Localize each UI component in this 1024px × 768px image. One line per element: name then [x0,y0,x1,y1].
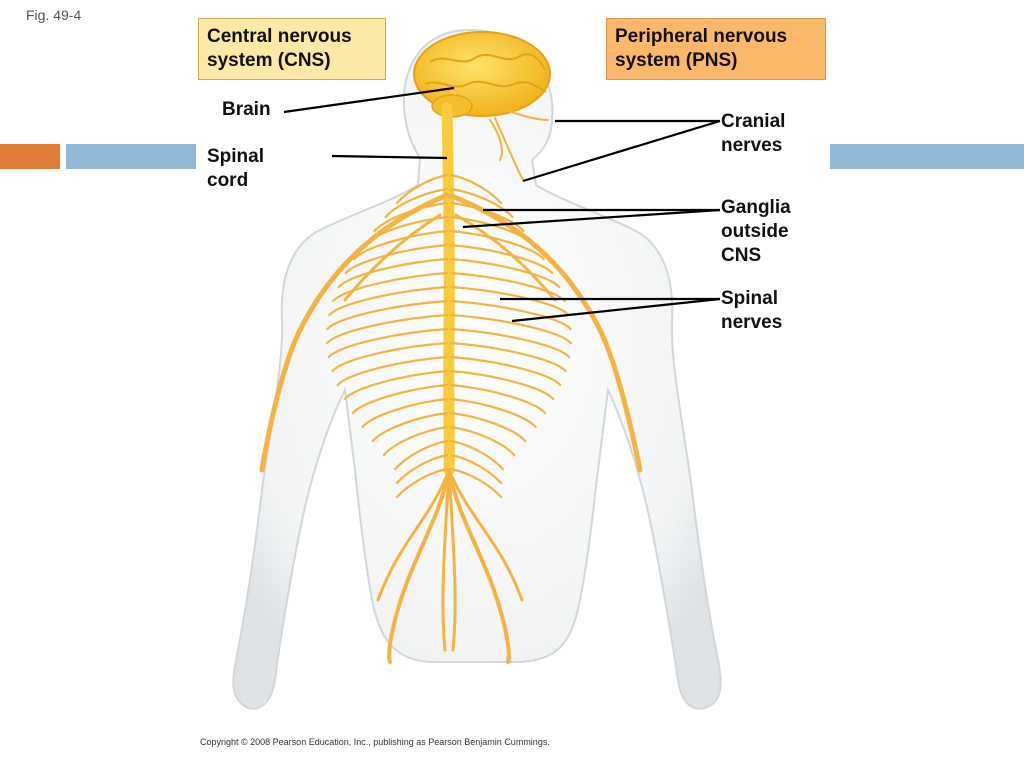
pointer-line-spinal-nerves-lower [511,297,721,323]
spinal-nerves-label-line-2: nerves [721,312,783,333]
leg-nerve-left-2 [376,468,451,602]
spinal-nerve-left-19 [394,439,449,471]
spinal-nerve-left-13 [336,355,449,387]
spinal-nerve-right-16 [449,397,537,429]
spinal-nerve-right-12 [449,341,567,373]
spinal-nerves-label: Spinal nerves [721,287,831,335]
spinal-nerve-right-9 [449,299,572,331]
spinal-nerve-right-10 [449,313,572,345]
spinal-nerve-left-16 [361,397,449,429]
ganglia-label: Ganglia outside CNS [721,196,831,268]
cranial-nerves-label-line-1: Cranial [721,111,786,132]
spinal-nerve-left-17 [371,411,449,443]
pointer-line-spinal-cord [331,154,448,160]
pns-label-line-2: system (PNS) [615,50,738,71]
arm-branch-right [454,213,557,302]
pns-label-box: Peripheral nervous system (PNS) [606,18,826,80]
spinal-nerve-right-6 [449,257,561,289]
spinal-nerve-left-20 [395,453,449,485]
spinal-nerve-left-2 [373,201,449,233]
ganglia-label-line-2: outside [721,221,789,242]
ganglia-label-line-3: CNS [721,245,762,266]
spinal-nerve-left-10 [326,313,449,345]
spinal-nerve-left-4 [353,229,449,261]
spinal-nerve-right-7 [449,271,566,303]
cranial-nerve-2 [494,117,524,181]
copyright-notice: Copyright © 2008 Pearson Education, Inc.… [200,737,550,747]
brain-label: Brain [222,99,271,120]
spinal-cord-label-line-1: Spinal [207,146,265,167]
pointer-line-ganglia-lower [462,208,721,229]
accent-bar-blue-left [66,144,196,169]
spinal-nerve-left-15 [351,383,449,415]
spinal-nerve-left-7 [332,271,449,303]
spinal-nerve-left-18 [382,425,449,457]
accent-bar-blue-right [830,144,1024,169]
spinal-cord-label-line-2: cord [207,170,249,191]
spinal-nerve-right-13 [449,355,562,387]
cranial-nerves-label-line-2: nerves [721,135,783,156]
spinal-nerve-left-1 [384,187,449,219]
spinal-nerve-right-1 [449,187,514,219]
spinal-nerve-left-21 [395,467,449,499]
body-silhouette [232,28,722,710]
cranial-nerves-label: Cranial nerves [721,110,831,158]
cns-label-line-1: Central nervous [207,26,352,47]
leg-nerve-center-left [441,468,451,652]
spinal-cord-label: Spinal cord [207,145,327,193]
spinal-nerve-left-6 [337,257,449,289]
pointer-lines [283,86,721,323]
ganglia-label-line-1: Ganglia [721,197,791,218]
arm-branch-left [343,213,442,302]
spinal-cord-shape [441,102,455,476]
leg-nerve-center-right [447,468,457,652]
cns-label-box: Central nervous system (CNS) [198,18,386,80]
leg-nerve-right-1 [447,468,511,664]
brain-shape [413,31,551,118]
spinal-nerve-right-14 [449,369,555,401]
arm-nerve-left [259,192,450,473]
leg-nerve-right-2 [447,468,524,602]
spinal-nerves-label-line-1: Spinal [721,288,779,309]
pointer-line-cranial-lower [522,119,721,183]
spinal-nerve-right-0 [449,173,503,205]
spinal-nerve-right-11 [449,327,571,359]
spinal-nerve-right-18 [449,425,516,457]
spinal-nerve-right-19 [449,439,504,471]
cranial-nerve-1 [499,107,549,121]
spinal-nerve-right-17 [449,411,527,443]
nerve-network [259,107,643,664]
spinal-nerve-left-11 [327,327,449,359]
spinal-nerve-right-15 [449,383,547,415]
spinal-nerve-left-0 [395,173,449,205]
figure-number: Fig. 49-4 [26,7,82,23]
pns-label-line-1: Peripheral nervous [615,26,788,47]
cns-label-line-2: system (CNS) [207,50,331,71]
spinal-nerve-left-8 [328,285,449,317]
spinal-nerve-left-9 [326,299,449,331]
spinal-nerve-left-12 [331,341,449,373]
spinal-nerve-left-5 [344,243,449,275]
spinal-nerve-right-21 [449,467,503,499]
spinal-nerve-left-14 [343,369,449,401]
accent-bar-orange [0,144,60,169]
cranial-nerve-3 [489,119,503,161]
arm-nerve-right [446,192,643,473]
pointer-line-brain [283,86,455,114]
spinal-nerve-right-4 [449,229,545,261]
leg-nerve-left-1 [387,468,451,664]
spinal-nerve-right-20 [449,453,503,485]
